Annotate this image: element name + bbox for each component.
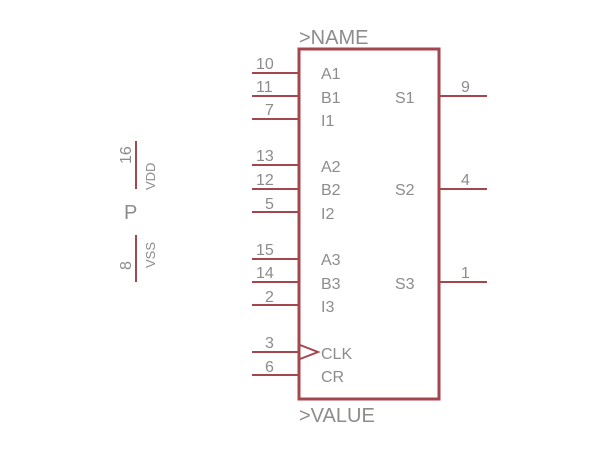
pin-label: I3 xyxy=(321,299,334,316)
pin-number: 14 xyxy=(256,265,274,282)
pin-i1[interactable]: 7 I1 xyxy=(252,102,334,130)
pin-number: 3 xyxy=(265,335,274,352)
pin-number: 2 xyxy=(265,289,274,306)
pin-i2[interactable]: 5 I2 xyxy=(252,196,334,223)
pin-number: 4 xyxy=(461,172,470,189)
pin-a1[interactable]: 10 A1 xyxy=(252,56,341,83)
pin-cr[interactable]: 6 CR xyxy=(252,359,344,386)
pin-i3[interactable]: 2 I3 xyxy=(252,289,334,316)
right-pins: 9 S1 4 S2 1 S3 xyxy=(395,79,487,293)
pin-label: A3 xyxy=(321,252,341,269)
left-pins: 10 A1 11 B1 7 I1 13 A2 12 B2 5 I2 xyxy=(252,56,352,386)
power-gate: P 16 VDD 8 VSS xyxy=(118,141,158,282)
pin-label: CR xyxy=(321,369,344,386)
pin-b1[interactable]: 11 B1 xyxy=(252,79,341,107)
pin-b2[interactable]: 12 B2 xyxy=(252,172,341,199)
pin-vss[interactable]: 8 VSS xyxy=(118,235,158,282)
pin-s1[interactable]: 9 S1 xyxy=(395,79,487,107)
pin-label: A2 xyxy=(321,159,341,176)
pin-a2[interactable]: 13 A2 xyxy=(252,148,341,176)
pin-a3[interactable]: 15 A3 xyxy=(252,242,341,269)
pin-label: I1 xyxy=(321,113,334,130)
pin-label: VSS xyxy=(143,242,158,268)
part-body-outline xyxy=(297,47,441,401)
pin-number: 7 xyxy=(265,102,274,119)
pin-s2[interactable]: 4 S2 xyxy=(395,172,487,199)
pin-label: S2 xyxy=(395,182,415,199)
pin-label: I2 xyxy=(321,206,334,223)
pin-number: 8 xyxy=(118,261,135,270)
pin-label: S3 xyxy=(395,276,415,293)
pin-label: A1 xyxy=(321,66,341,83)
pin-s3[interactable]: 1 S3 xyxy=(395,265,487,293)
clock-input-triangle xyxy=(299,344,321,360)
pin-clk[interactable]: 3 CLK xyxy=(252,335,352,363)
pin-label: B1 xyxy=(321,90,341,107)
power-gate-label: P xyxy=(124,202,137,224)
pin-number: 12 xyxy=(256,172,274,189)
pin-number: 6 xyxy=(265,359,274,376)
pin-number: 16 xyxy=(118,146,135,164)
part-name-placeholder: >NAME xyxy=(299,27,368,49)
pin-vdd[interactable]: 16 VDD xyxy=(118,141,158,190)
part-value-placeholder: >VALUE xyxy=(299,405,375,427)
pin-number: 5 xyxy=(265,196,274,213)
pin-label: B3 xyxy=(321,276,341,293)
pin-label: CLK xyxy=(321,346,352,363)
pin-number: 11 xyxy=(256,79,273,96)
pin-b3[interactable]: 14 B3 xyxy=(252,265,341,293)
pin-number: 15 xyxy=(256,242,274,259)
pin-label: S1 xyxy=(395,90,415,107)
pin-number: 13 xyxy=(256,148,274,165)
pin-number: 10 xyxy=(256,56,274,73)
pin-label: VDD xyxy=(143,163,158,190)
pin-number: 1 xyxy=(461,265,470,282)
pin-label: B2 xyxy=(321,182,341,199)
pin-number: 9 xyxy=(461,79,470,96)
